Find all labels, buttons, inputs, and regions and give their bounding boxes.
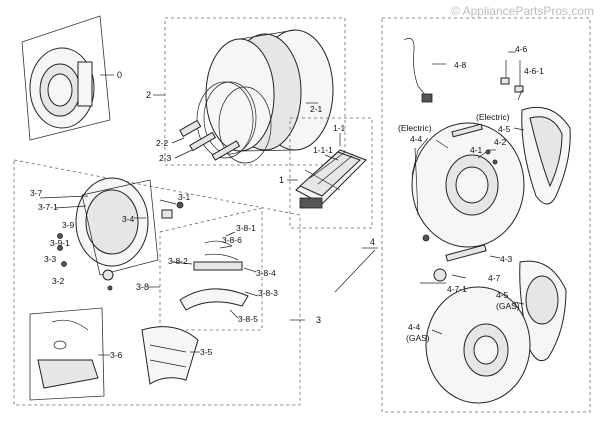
label-3-8: 3-8	[136, 282, 149, 292]
label-4-6: 4-6	[515, 44, 528, 54]
group-2-drum-parts	[153, 17, 346, 166]
label-3-5: 3-5	[200, 347, 213, 357]
label-2-3: 2-3	[159, 153, 172, 163]
label-4-1: 4-1	[470, 145, 483, 155]
label-4-7-1: 4-7-1	[447, 284, 467, 294]
label-3-9-1: 3-9-1	[50, 238, 70, 248]
label-4-6-1: 4-6-1	[524, 66, 544, 76]
label-2-1: 2-1	[310, 104, 323, 114]
watermark: © AppliancePartsPros.com	[451, 4, 594, 18]
label-gas-b: (GAS)	[406, 333, 430, 343]
label-1-1-1: 1-1-1	[313, 145, 333, 155]
label-3-8-6: 3-8-6	[222, 235, 242, 245]
label-4-8: 4-8	[454, 60, 467, 70]
label-3-8-2: 3-8-2	[168, 256, 188, 266]
label-electric-b: (Electric)	[398, 123, 432, 133]
label-4-2: 4-2	[494, 137, 507, 147]
label-3-8-4: 3-8-4	[256, 268, 276, 278]
label-electric-a: (Electric)	[476, 112, 510, 122]
label-gas-a: (GAS)	[496, 301, 520, 311]
label-3-8-3: 3-8-3	[258, 288, 278, 298]
label-3: 3	[316, 315, 321, 325]
label-4-5-gas: 4-5	[496, 290, 509, 300]
label-4-4: 4-4	[410, 134, 423, 144]
group-0-drum-assembly	[21, 15, 114, 141]
label-3-6: 3-6	[110, 350, 123, 360]
label-3-4: 3-4	[122, 214, 135, 224]
label-2-2: 2-2	[156, 138, 169, 148]
label-4: 4	[370, 237, 375, 247]
group-4-rear-panel	[381, 17, 591, 413]
label-4-4-gas: 4-4	[408, 322, 421, 332]
label-4-5: 4-5	[498, 124, 511, 134]
label-4-3: 4-3	[500, 254, 513, 264]
label-1-1: 1-1	[333, 123, 346, 133]
label-0: 0	[117, 70, 122, 80]
label-3-7: 3-7	[30, 188, 43, 198]
label-4-7: 4-7	[488, 273, 501, 283]
label-3-9: 3-9	[62, 220, 75, 230]
label-3-2: 3-2	[52, 276, 65, 286]
label-3-3: 3-3	[44, 254, 57, 264]
label-3-8-1: 3-8-1	[236, 223, 256, 233]
group-1-lint-filter	[287, 117, 373, 229]
label-3-8-5: 3-8-5	[238, 314, 258, 324]
label-3-7-1: 3-7-1	[38, 202, 58, 212]
label-3-1: 3-1	[178, 192, 191, 202]
label-1: 1	[279, 175, 284, 185]
group-3-front-panel	[13, 159, 305, 406]
label-2: 2	[146, 90, 151, 100]
